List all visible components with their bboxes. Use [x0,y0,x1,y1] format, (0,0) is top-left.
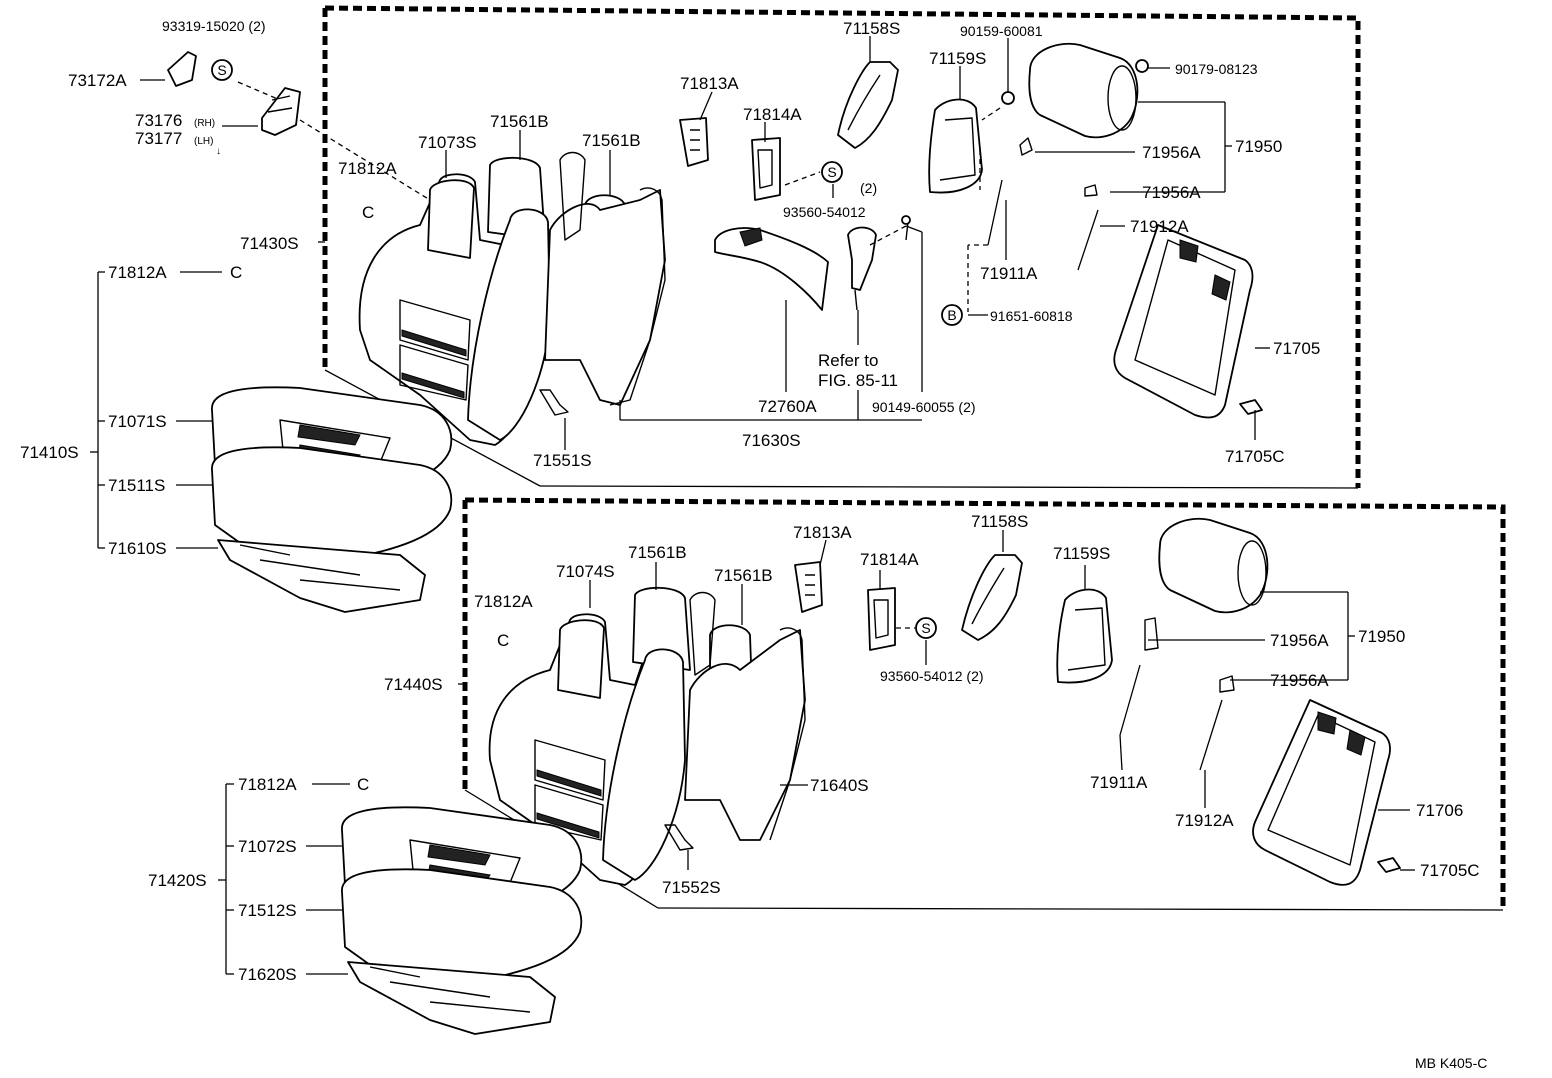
label-cover-cushion-lower: 71072S [238,837,297,856]
label-side-pad-right-upper: 71561B [582,131,641,150]
label-back-board-upper: 71705 [1273,339,1320,358]
label-recliner-screws-upper: 93560-54012 [783,204,866,220]
s-mark-upper-hinge: S [211,59,233,81]
upper-hinge-illustration [167,51,301,136]
label-guide-left-upper: 71911A [980,264,1038,283]
label-assembly-back-upper: 71430S [240,234,299,253]
label-spring-cushion-upper: 71610S [108,539,167,558]
upper-cushion-illustration [211,386,453,613]
label-headrest-upper: 71950 [1235,137,1282,156]
upper-cushion-leaders [90,271,222,549]
label-board-clip-upper: 71705C [1225,447,1285,466]
label-spring-cushion-lower: 71620S [238,965,297,984]
svg-text:B: B [947,307,956,323]
s-mark-upper-recliner: S [821,161,843,183]
label-side-cover-outer-upper: 71158S [843,19,900,38]
label-hog-ring-lower: 71812A [474,592,533,611]
label-guide-right-lower: 71912A [1175,811,1234,830]
label-back-cover-lower: 71074S [556,562,615,581]
label-hinge-cover: 73172A [68,71,127,90]
label-hinge-fasteners: 93319-15020 (2) [162,18,266,34]
s-mark-lower-recliner: S [915,617,937,639]
lower-seatback-illustration [488,586,806,886]
label-headrest-support-a-upper: 71956A [1142,143,1201,162]
label-hog-ring-cushion-upper: 71812A [108,263,167,282]
lower-leader-lines [589,530,1415,871]
upper-recliner-illustration [679,117,911,311]
label-frame-screws-upper: 90149-60055 (2) [872,399,976,415]
label-pad-cushion-lower: 71512S [238,901,297,920]
label-clip-a: 90159-60081 [960,23,1043,39]
svg-text:S: S [217,62,226,78]
label-recliner-plate-upper: 71814A [743,105,802,124]
label-back-board-lower: 71706 [1416,801,1463,820]
label-assembly-cushion-upper: 71410S [20,443,79,462]
lower-headrest-illustration [1119,517,1269,771]
label-frame-lower: 71552S [662,878,721,897]
label-board-clip-lower: 71705C [1420,861,1480,880]
upper-leader-lines [140,36,1270,450]
label-recliner-screws-qty: (2) [860,180,877,196]
label-guide-left-lower: 71911A [1090,773,1148,792]
label-bolt-upper: 91651-60818 [990,308,1073,324]
label-frame-upper: 71551S [533,451,592,470]
label-assembly-back-lower: 71440S [384,675,443,694]
lower-recliner-illustration [794,554,1113,684]
hog-ring-icon: C [230,263,242,282]
rh-lh-arrow-icon: ↓ [216,146,221,157]
label-recliner-screws-lower: 93560-54012 (2) [880,668,984,684]
label-side-cover-outer-lower: 71158S [971,512,1028,531]
label-guide-right-upper: 71912A [1130,217,1189,236]
lower-cushion-leaders [218,783,350,975]
upper-backboard-illustration [1113,224,1263,419]
label-headrest-support-b-lower: 71956A [1270,671,1329,690]
label-clip-b: 90179-08123 [1175,61,1258,77]
label-refer-line1: Refer to [818,351,878,370]
label-hinge-rh-side: (RH) [194,118,215,129]
label-lever-upper: 72760A [758,397,817,416]
b-mark-upper-bolt: B [941,304,963,326]
upper-seatback-illustration [358,151,666,446]
label-hinge-rh: 73176 [135,111,182,130]
svg-text:S: S [921,620,930,636]
lower-cushion-illustration [341,806,583,1035]
label-pad-cushion-upper: 71511S [108,476,165,495]
label-cover-cushion-upper: 71071S [108,412,167,431]
label-headrest-lower: 71950 [1358,627,1405,646]
figure-code: MB K405-C [1415,1055,1487,1071]
upper-sidecovers-illustration [837,59,1149,194]
label-spring-assy-lower: 71640S [810,776,869,795]
lower-backboard-illustration [1252,699,1401,886]
label-recliner-bracket-lower: 71813A [793,523,852,542]
upper-headrest-illustration [987,42,1139,271]
label-spring-assy-upper: 71630S [742,431,801,450]
hog-ring-icon: C [357,775,369,794]
label-refer-line2: FIG. 85-11 [818,371,898,390]
label-hog-ring-upper: 71812A [338,159,397,178]
label-hinge-lh-side: (LH) [194,136,213,147]
hog-ring-icon: C [362,203,374,222]
label-hog-ring-cushion-lower: 71812A [238,775,297,794]
label-recliner-plate-lower: 71814A [860,550,919,569]
label-side-cover-inner-lower: 71159S [1053,544,1110,563]
label-recliner-bracket-upper: 71813A [680,74,739,93]
label-back-cover-upper: 71073S [418,133,477,152]
label-side-pad-left-lower: 71561B [628,543,687,562]
label-hinge-lh: 73177 [135,129,182,148]
hog-ring-icon: C [497,631,509,650]
svg-text:S: S [827,164,836,180]
label-side-cover-inner-upper: 71159S [929,49,986,68]
label-headrest-support-a-lower: 71956A [1270,631,1329,650]
label-side-pad-right-lower: 71561B [714,566,773,585]
label-headrest-support-b-upper: 71956A [1142,183,1201,202]
label-assembly-cushion-lower: 71420S [148,871,207,890]
label-side-pad-left-upper: 71561B [490,112,549,131]
